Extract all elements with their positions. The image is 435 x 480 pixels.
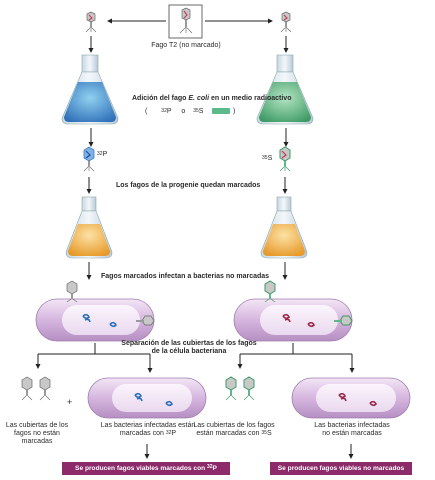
phage-attached-right-side xyxy=(334,315,353,326)
isotope-legend: ( 32P o 35S xyxy=(145,108,203,116)
isotope-or: o xyxy=(181,108,186,115)
phage-top-left xyxy=(85,11,97,33)
s-mass: 35 xyxy=(193,108,199,114)
s-symbol: S xyxy=(198,108,204,115)
flask-green-medium xyxy=(256,54,314,125)
plus-sign: + xyxy=(67,397,73,407)
bacterium-p32-labeled xyxy=(87,377,207,419)
label-right-bacteria: Las bacterias infectadas no están marcad… xyxy=(314,422,390,437)
step1-suffix: en un medio radioactivo xyxy=(209,95,292,102)
bacterium-infected-left xyxy=(35,298,155,342)
label-left-coats: Las cubiertas de los fagos no están marc… xyxy=(5,422,69,445)
branch-right xyxy=(239,343,353,367)
p32-tag: 32P xyxy=(97,151,108,158)
step3-label: Fagos marcados infectan a bacterias no m… xyxy=(101,273,270,280)
result-banner-left: Se producen fagos viables marcados con 3… xyxy=(62,462,230,475)
isotope-close: ) xyxy=(233,108,236,115)
p-symbol: P xyxy=(166,108,172,115)
step1-label: Adición del fago E. coli en un medio rad… xyxy=(132,95,291,103)
phage-attached-left-top xyxy=(66,280,78,303)
phage-attached-left-side xyxy=(136,315,155,326)
phage-top-center xyxy=(168,4,203,39)
phage-p32-labeled xyxy=(83,146,95,172)
empty-coats-s35-labeled xyxy=(225,376,255,401)
phage-top-right xyxy=(280,11,292,33)
isotope-open: ( xyxy=(145,108,148,115)
s35-tag: 35S xyxy=(262,155,273,162)
phage-s35-labeled xyxy=(279,146,291,172)
bacterium-infected-right xyxy=(233,298,353,342)
top-phage-label: Fago T2 (no marcado) xyxy=(151,42,221,49)
phage-attached-right-top xyxy=(264,280,276,303)
result-banner-right: Se producen fagos viables no marcados xyxy=(270,462,412,475)
flask-blue-medium xyxy=(61,54,119,125)
flask-orange-left xyxy=(65,196,113,259)
bacterium-unlabeled xyxy=(291,377,411,419)
empty-coats-unlabeled xyxy=(21,376,51,401)
flask-orange-right xyxy=(260,196,308,259)
label-right-coats: Las cubiertas de los fagos están marcada… xyxy=(193,422,275,437)
label-left-bacteria: Las bacterias infectadas están marcadas … xyxy=(100,422,196,437)
step1-species: E. coli xyxy=(188,95,210,102)
step1-prefix: Adición del fago xyxy=(132,95,189,102)
step2-label: Los fagos de la progenie quedan marcados xyxy=(116,182,261,189)
s35-color-swatch xyxy=(212,108,230,114)
branch-left xyxy=(37,343,151,367)
p-mass: 32 xyxy=(161,108,167,114)
step4-label: Separación de las cubiertas de los fagos… xyxy=(121,340,257,355)
